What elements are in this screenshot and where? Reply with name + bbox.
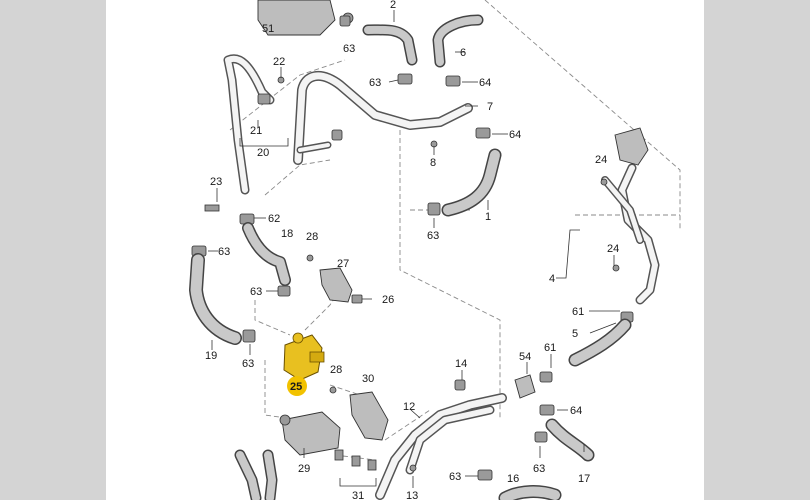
callout-8: 8: [430, 157, 436, 169]
callout-63: 63: [218, 246, 230, 258]
callout-63: 63: [369, 77, 381, 89]
callout-17: 17: [578, 473, 590, 485]
callout-61: 61: [572, 306, 584, 318]
callout-29: 29: [298, 463, 310, 475]
hose-18: [242, 222, 291, 286]
callout-28: 28: [306, 231, 318, 243]
hose-16: [498, 485, 562, 500]
callout-23: 23: [210, 176, 222, 188]
callout-64: 64: [479, 77, 491, 89]
callout-63: 63: [427, 230, 439, 242]
callout-18: 18: [281, 228, 293, 240]
tube-12: [375, 393, 507, 500]
callout-26: 26: [382, 294, 394, 306]
callout-14: 14: [455, 358, 467, 370]
callout-25-highlighted: 25: [287, 376, 307, 396]
hose-19: [189, 253, 242, 345]
bolts-31: [334, 449, 377, 471]
hose-17: [545, 418, 595, 462]
bracket-30: [349, 391, 389, 441]
callout-30: 30: [362, 373, 374, 385]
callout-6: 6: [460, 47, 466, 59]
callout-13: 13: [406, 490, 418, 500]
hose-5: [568, 318, 632, 367]
callout-27: 27: [337, 258, 349, 270]
callout-12: 12: [403, 401, 415, 413]
hose-6: [432, 14, 484, 68]
callout-4: 4: [549, 273, 555, 285]
callout-63: 63: [250, 286, 262, 298]
callout-7: 7: [487, 101, 493, 113]
callout-63: 63: [343, 43, 355, 55]
callout-labels: 51 2 63 6 22 63 64 7 21 64 20 8 24 23 1 …: [205, 0, 619, 500]
tube-4: [601, 127, 660, 305]
callout-5: 5: [572, 328, 578, 340]
callout-64: 64: [509, 129, 521, 141]
callout-20: 20: [257, 147, 269, 159]
hose-1: [441, 148, 502, 217]
callout-63: 63: [449, 471, 461, 483]
clamps-upper: [191, 15, 634, 481]
tube-7: [293, 71, 473, 165]
pump-25: [283, 332, 325, 381]
callout-54: 54: [519, 351, 531, 363]
callout-25: 25: [290, 381, 302, 393]
callout-61: 61: [544, 342, 556, 354]
callout-63: 63: [533, 463, 545, 475]
callout-28: 28: [330, 364, 342, 376]
callout-51: 51: [262, 23, 274, 35]
callout-31: 31: [352, 490, 364, 500]
callout-21: 21: [250, 125, 262, 137]
tube-20: [223, 54, 275, 195]
callout-16: 16: [507, 473, 519, 485]
sensor-54: [514, 374, 536, 399]
hose-2: [362, 24, 418, 66]
leader-lines: [208, 10, 620, 488]
callout-2: 2: [390, 0, 396, 11]
callout-1: 1: [485, 211, 491, 223]
hose-lower-left: [234, 449, 278, 500]
callout-63: 63: [242, 358, 254, 370]
cooler-29: [279, 411, 341, 456]
callout-24: 24: [595, 154, 607, 166]
callout-22: 22: [273, 56, 285, 68]
callout-62: 62: [268, 213, 280, 225]
callout-19: 19: [205, 350, 217, 362]
bracket-27: [306, 254, 363, 304]
callout-64: 64: [570, 405, 582, 417]
callout-24: 24: [607, 243, 619, 255]
